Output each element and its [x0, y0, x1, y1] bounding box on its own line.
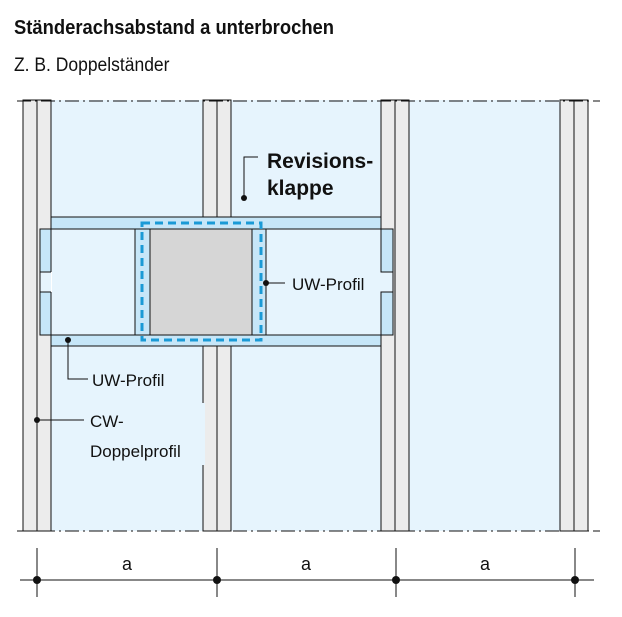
label-cw-2: Doppelprofil — [90, 442, 181, 461]
diagram-title: Ständerachsabstand a unterbrochen — [14, 17, 335, 39]
leader-dots — [34, 195, 269, 423]
revision-opening-dashed-outline — [140, 221, 263, 342]
leader-lines — [37, 156, 285, 421]
diagram-subtitle: Z. B. Doppelständer — [14, 55, 170, 76]
label-uw-profil-right: UW-Profil — [292, 275, 364, 294]
dimension-label-1: a — [122, 554, 133, 574]
label-cw-1: CW- — [90, 412, 124, 431]
revision-hatch — [134, 221, 267, 342]
label-revisionsklappe-2: klappe — [267, 177, 334, 200]
dimension-label-3: a — [480, 554, 491, 574]
dimension-dots — [33, 576, 579, 584]
label-uw-profil-bottom: UW-Profil — [92, 371, 164, 390]
label-background — [85, 403, 205, 465]
dimension-line — [20, 548, 594, 597]
label-revisionsklappe-1: Revisions- — [267, 150, 373, 173]
dimension-label-2: a — [301, 554, 312, 574]
wall-boundary-lines — [17, 100, 600, 532]
